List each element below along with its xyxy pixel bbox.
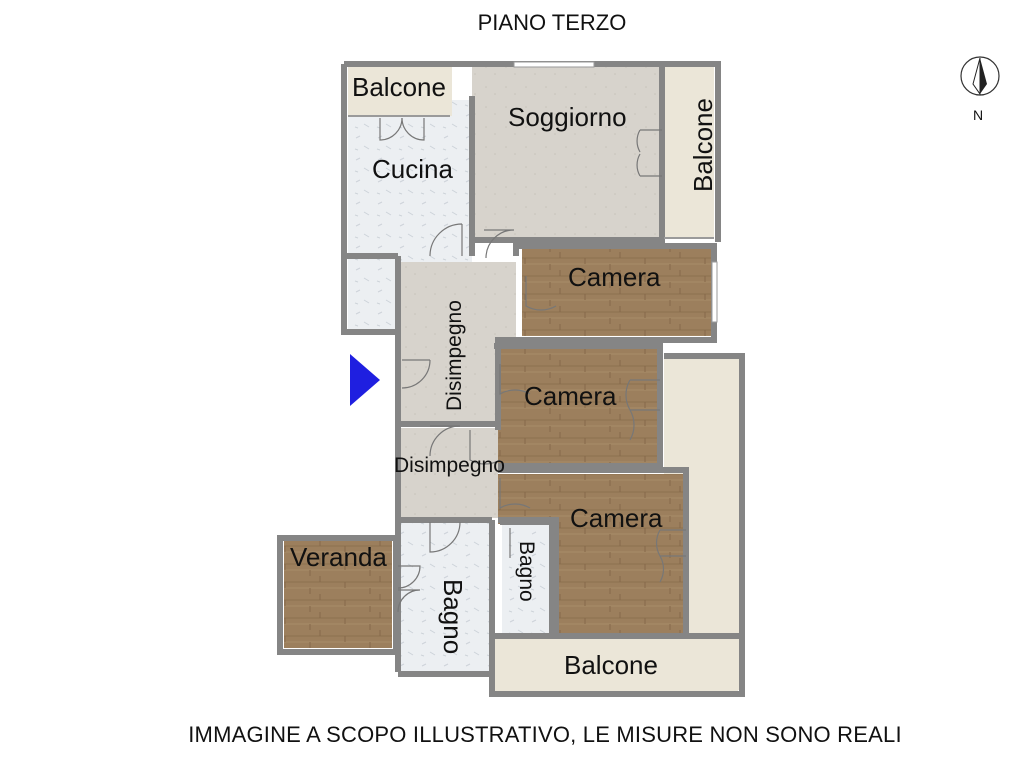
balcone-top-floor xyxy=(348,66,452,116)
camera-1-floor xyxy=(522,246,712,336)
veranda-floor xyxy=(284,540,392,648)
partitions xyxy=(348,115,714,239)
room-label-soggiorno: Soggiorno xyxy=(508,102,627,132)
room-label-balcone-top: Balcone xyxy=(352,72,446,102)
room-label-disimpegno-upper: Disimpegno xyxy=(443,300,466,411)
disimpegno-lower-floor xyxy=(398,428,498,518)
soggiorno-floor xyxy=(472,66,662,240)
room-label-balcone-right: Balcone xyxy=(688,98,718,192)
compass-icon xyxy=(960,56,1000,96)
disclaimer-footer: IMMAGINE A SCOPO ILLUSTRATIVO, LE MISURE… xyxy=(188,722,902,747)
room-label-bagno-2: Bagno xyxy=(515,541,538,602)
room-label-camera-3: Camera xyxy=(570,503,663,533)
room-label-camera-1: Camera xyxy=(568,262,661,292)
windows xyxy=(513,61,718,323)
door-swings xyxy=(379,117,686,613)
balcone-right-floor xyxy=(664,66,714,238)
compass-label: N xyxy=(973,107,984,123)
room-label-camera-2: Camera xyxy=(524,381,617,411)
page-title: PIANO TERZO xyxy=(477,10,627,35)
room-label-veranda: Veranda xyxy=(290,542,387,572)
room-label-balcone-bottom: Balcone xyxy=(564,650,658,680)
room-label-cucina: Cucina xyxy=(372,154,453,184)
room-label-bagno-1: Bagno xyxy=(438,579,468,655)
room-label-disimpegno-lower: Disimpegno xyxy=(394,454,505,477)
camera-3-ext-floor xyxy=(498,474,558,524)
bagno-1-floor xyxy=(398,522,490,672)
entrance-arrow xyxy=(350,354,380,406)
camera-3-floor xyxy=(556,474,684,634)
balcone-bottom-floor xyxy=(494,638,738,692)
camera-2-floor xyxy=(498,346,658,464)
